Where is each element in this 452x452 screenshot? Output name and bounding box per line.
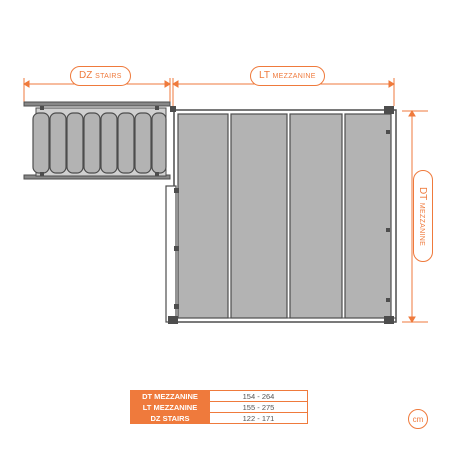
- stair-step: [151, 112, 167, 174]
- stair-step: [66, 112, 84, 174]
- unit-label: cm: [412, 414, 424, 424]
- dt-dimension-label: DT MEZZANINE: [413, 170, 433, 262]
- stair-step: [83, 112, 101, 174]
- stairs-label-main: DZ: [79, 70, 93, 81]
- row-label: DZ STAIRS: [130, 412, 210, 424]
- lt-label-main: LT: [259, 70, 270, 81]
- deck-panel: [289, 113, 343, 319]
- table-row: DT MEZZANINE 154 - 264: [130, 390, 308, 402]
- dt-label-sub: MEZZANINE: [418, 202, 426, 246]
- deck-panel: [344, 113, 392, 319]
- table-row: LT MEZZANINE 155 - 275: [130, 401, 308, 413]
- deck-panel: [230, 113, 288, 319]
- row-value: 154 - 264: [209, 390, 308, 402]
- mezzanine-platform: [165, 106, 397, 324]
- row-value: 155 - 275: [209, 401, 308, 413]
- unit-badge: cm: [408, 409, 428, 429]
- row-value: 122 - 171: [209, 412, 308, 424]
- stairs: [23, 101, 171, 180]
- table-row: DZ STAIRS 122 - 171: [130, 412, 308, 424]
- dt-label-main: DT: [417, 186, 429, 200]
- stairs-label-sub: STAIRS: [95, 73, 122, 80]
- dt-dimension-line: [402, 110, 428, 323]
- stair-step: [134, 112, 152, 174]
- row-label: DT MEZZANINE: [130, 390, 210, 402]
- stairs-dimension-label: DZ STAIRS: [70, 66, 131, 86]
- deck-panel: [177, 113, 229, 319]
- stair-step: [49, 112, 67, 174]
- stair-step: [32, 112, 50, 174]
- dimensions-table: DT MEZZANINE 154 - 264 LT MEZZANINE 155 …: [130, 390, 308, 424]
- stair-step: [117, 112, 135, 174]
- stair-step: [100, 112, 118, 174]
- row-label: LT MEZZANINE: [130, 401, 210, 413]
- lt-label-sub: MEZZANINE: [272, 73, 316, 80]
- lt-dimension-label: LT MEZZANINE: [250, 66, 325, 86]
